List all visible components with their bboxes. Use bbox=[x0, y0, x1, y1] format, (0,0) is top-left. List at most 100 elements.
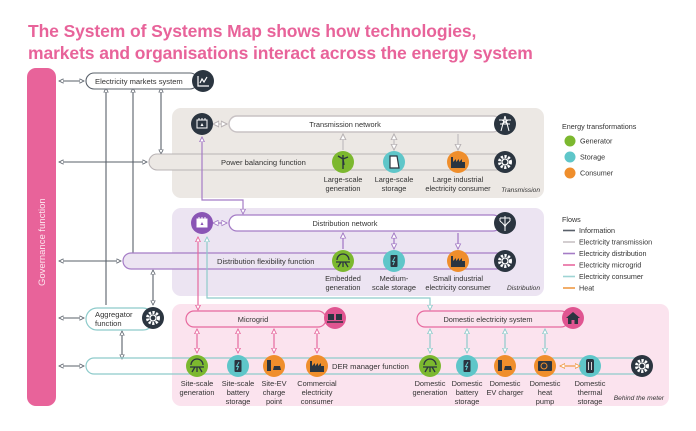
solar-panel-icon bbox=[186, 355, 208, 377]
legend-label: Electricity transmission bbox=[579, 238, 652, 247]
battery-icon bbox=[227, 355, 249, 377]
governance-function-label: Governance function bbox=[37, 198, 48, 286]
distribution-link bbox=[202, 137, 243, 214]
legend-label: Electricity distribution bbox=[579, 249, 647, 258]
node-label: pump bbox=[536, 397, 555, 406]
node-label: Embedded bbox=[325, 274, 361, 283]
gear-icon[interactable] bbox=[142, 307, 164, 329]
node-label: Large industrial bbox=[433, 175, 484, 184]
legend-swatch bbox=[564, 151, 576, 163]
legend: Energy transformations GeneratorStorageC… bbox=[562, 122, 652, 293]
node-label: Medium- bbox=[380, 274, 409, 283]
node-label: storage bbox=[578, 397, 603, 406]
node-label: Small industrial bbox=[433, 274, 483, 283]
legend-label: Heat bbox=[579, 284, 594, 293]
power-pole-icon bbox=[494, 212, 516, 234]
solar-panel-icon bbox=[419, 355, 441, 377]
node-label: Domestic bbox=[490, 379, 521, 388]
factory-icon bbox=[447, 151, 469, 173]
ev-charger-icon bbox=[263, 355, 285, 377]
control-room-icon bbox=[191, 113, 213, 135]
node-label: generation bbox=[180, 388, 215, 397]
transmission-network-label: Transmission network bbox=[309, 120, 381, 129]
thermal-store-icon bbox=[579, 355, 601, 377]
node-label: Site-scale bbox=[222, 379, 254, 388]
dam-icon bbox=[383, 151, 405, 173]
node-label: EV charger bbox=[487, 388, 525, 397]
legend-transformations-title: Energy transformations bbox=[562, 122, 637, 131]
gear-icon[interactable] bbox=[494, 250, 516, 272]
legend-swatch bbox=[564, 135, 576, 147]
transmission-zone-tag: Transmission bbox=[501, 187, 540, 194]
house-icon bbox=[562, 307, 584, 329]
node-label: Commercial bbox=[297, 379, 337, 388]
legend-flows-title: Flows bbox=[562, 215, 581, 224]
legend-swatch bbox=[564, 167, 576, 179]
buildings-icon bbox=[324, 307, 346, 329]
governance-function-bar[interactable] bbox=[27, 68, 56, 406]
information-flows bbox=[59, 81, 161, 366]
node-label: thermal bbox=[578, 388, 603, 397]
gear-icon[interactable] bbox=[494, 151, 516, 173]
heat-pump-icon bbox=[534, 355, 556, 377]
node-label: electricity consumer bbox=[425, 184, 491, 193]
node-label: storage bbox=[226, 397, 251, 406]
aggregator-label-1: Aggregator bbox=[95, 310, 133, 319]
electricity-markets-label: Electricity markets system bbox=[95, 77, 183, 86]
node-label: generation bbox=[326, 184, 361, 193]
node-label: storage bbox=[455, 397, 480, 406]
behind-meter-zone-tag: Behind the meter bbox=[614, 395, 665, 402]
pylon-icon bbox=[494, 113, 516, 135]
der-manager-label: DER manager function bbox=[332, 362, 409, 371]
node-label: electricity bbox=[302, 388, 333, 397]
distribution-flexibility-label: Distribution flexibility function bbox=[217, 257, 315, 266]
node-label: Site-scale bbox=[181, 379, 213, 388]
legend-label: Information bbox=[579, 226, 615, 235]
node-label: point bbox=[266, 397, 282, 406]
node-label: Site-EV bbox=[261, 379, 286, 388]
gear-icon[interactable] bbox=[631, 355, 653, 377]
control-room-icon bbox=[191, 212, 213, 234]
battery-icon bbox=[383, 250, 405, 272]
legend-label: Consumer bbox=[580, 169, 614, 178]
aggregator-label-2: function bbox=[95, 319, 122, 328]
node-label: Domestic bbox=[575, 379, 606, 388]
wind-turbine-icon bbox=[332, 151, 354, 173]
distribution-zone-tag: Distribution bbox=[507, 285, 540, 292]
legend-label: Generator bbox=[580, 137, 613, 146]
distribution-network-label: Distribution network bbox=[313, 219, 378, 228]
node-label: generation bbox=[413, 388, 448, 397]
node-label: electricity consumer bbox=[425, 283, 491, 292]
microgrid-label: Microgrid bbox=[238, 315, 268, 324]
ev-charger-icon bbox=[494, 355, 516, 377]
battery-icon bbox=[456, 355, 478, 377]
power-balancing-label: Power balancing function bbox=[221, 158, 306, 167]
market-chart-icon bbox=[192, 70, 214, 92]
legend-label: Electricity consumer bbox=[579, 272, 644, 281]
node-label: Domestic bbox=[415, 379, 446, 388]
node-label: battery bbox=[456, 388, 479, 397]
node-label: Domestic bbox=[530, 379, 561, 388]
factory-icon bbox=[306, 355, 328, 377]
page-title: The System of Systems Map shows how tech… bbox=[28, 20, 533, 64]
node-label: battery bbox=[227, 388, 250, 397]
node-label: consumer bbox=[301, 397, 334, 406]
node-label: generation bbox=[326, 283, 361, 292]
domestic-electricity-label: Domestic electricity system bbox=[443, 315, 532, 324]
legend-label: Electricity microgrid bbox=[579, 261, 641, 270]
node-label: Large-scale bbox=[375, 175, 414, 184]
